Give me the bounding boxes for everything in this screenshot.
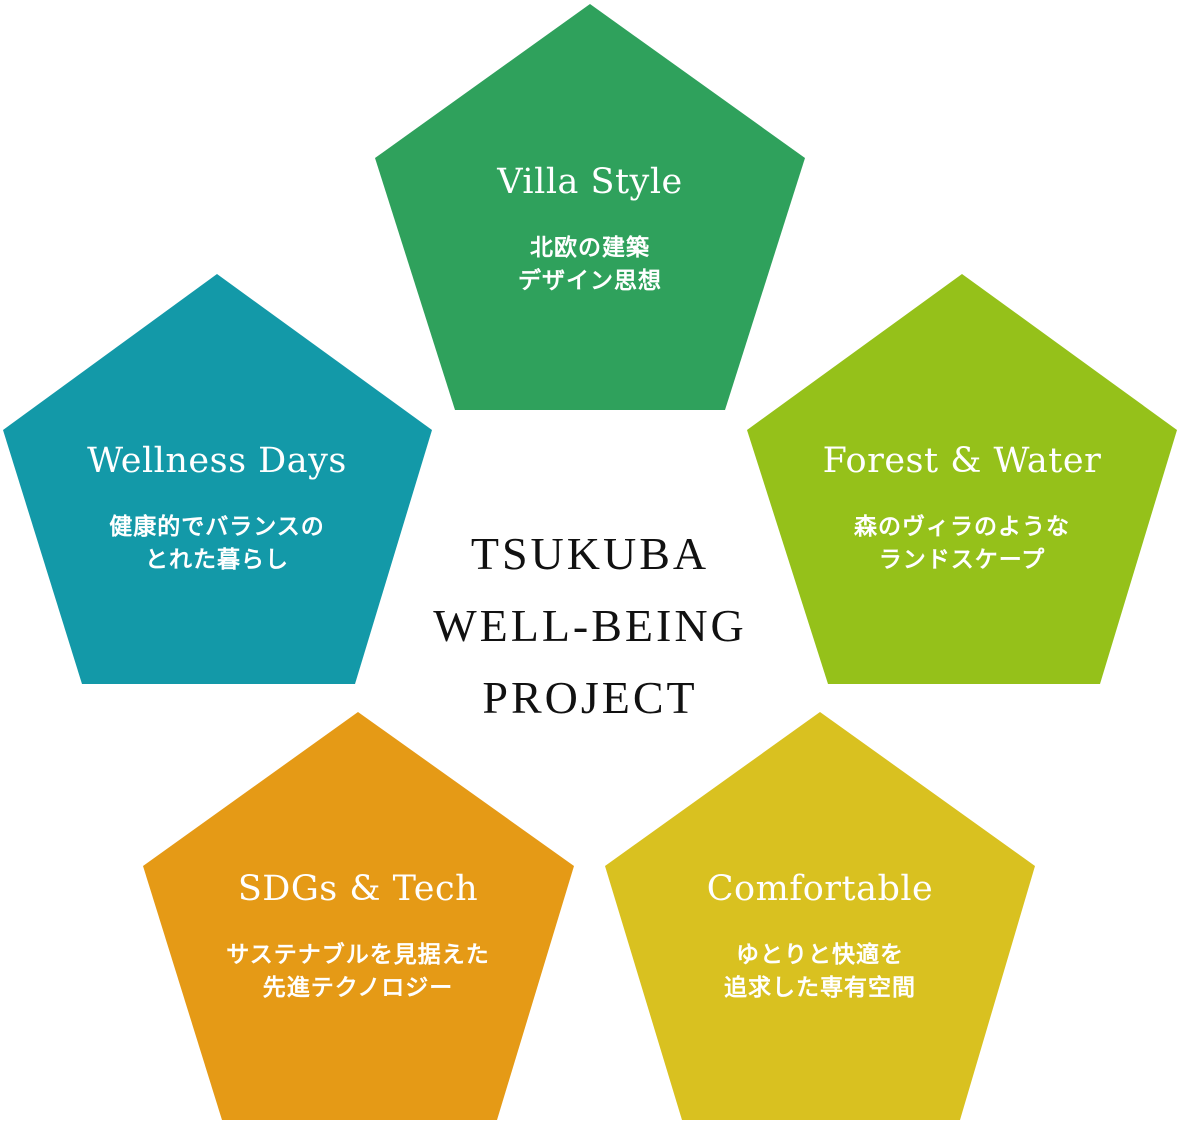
forest-water-description: 森のヴィラのような ランドスケープ xyxy=(802,511,1122,577)
comfortable-label: Comfortable ゆとりと快適を 追求した専有空間 xyxy=(660,869,980,1005)
pentagon-villa-style xyxy=(375,4,805,410)
wellness-days-label: Wellness Days 健康的でバランスの とれた暮らし xyxy=(57,441,377,577)
project-title: TSUKUBA WELL-BEING PROJECT xyxy=(420,518,760,734)
villa-style-label: Villa Style 北欧の建築 デザイン思想 xyxy=(430,162,750,298)
wellness-days-description-line-1: 健康的でバランスの xyxy=(109,514,325,540)
villa-style-description: 北欧の建築 デザイン思想 xyxy=(430,232,750,298)
comfortable-description-line-1: ゆとりと快適を xyxy=(736,942,904,968)
wellness-days-title: Wellness Days xyxy=(87,441,347,481)
comfortable-description-line-2: 追求した専有空間 xyxy=(724,975,916,1001)
forest-water-title: Forest & Water xyxy=(822,441,1102,481)
pentagon-sdgs-tech xyxy=(143,712,574,1120)
wellness-days-description-line-2: とれた暮らし xyxy=(145,547,289,573)
comfortable-description: ゆとりと快適を 追求した専有空間 xyxy=(660,939,980,1005)
sdgs-tech-label: SDGs & Tech サステナブルを見据えた 先進テクノロジー xyxy=(198,869,518,1005)
forest-water-label: Forest & Water 森のヴィラのような ランドスケープ xyxy=(802,441,1122,577)
wellness-days-description: 健康的でバランスの とれた暮らし xyxy=(57,511,377,577)
forest-water-description-line-1: 森のヴィラのような xyxy=(854,514,1070,540)
pentagon-forest-water xyxy=(747,274,1177,684)
project-title-line-2: WELL-BEING xyxy=(433,600,747,651)
forest-water-description-line-2: ランドスケープ xyxy=(878,547,1046,573)
sdgs-tech-title: SDGs & Tech xyxy=(237,869,479,909)
sdgs-tech-description-line-1: サステナブルを見据えた xyxy=(226,942,490,968)
project-title-line-3: PROJECT xyxy=(482,672,698,723)
villa-style-description-line-2: デザイン思想 xyxy=(518,268,662,294)
sdgs-tech-description: サステナブルを見据えた 先進テクノロジー xyxy=(198,939,518,1005)
project-title-line-1: TSUKUBA xyxy=(470,528,710,579)
villa-style-title: Villa Style xyxy=(497,162,683,202)
pentagon-comfortable xyxy=(605,712,1035,1120)
comfortable-title: Comfortable xyxy=(706,869,934,909)
sdgs-tech-description-line-2: 先進テクノロジー xyxy=(262,975,454,1001)
villa-style-description-line-1: 北欧の建築 xyxy=(530,235,650,261)
pentagon-wellness-days xyxy=(3,274,432,684)
